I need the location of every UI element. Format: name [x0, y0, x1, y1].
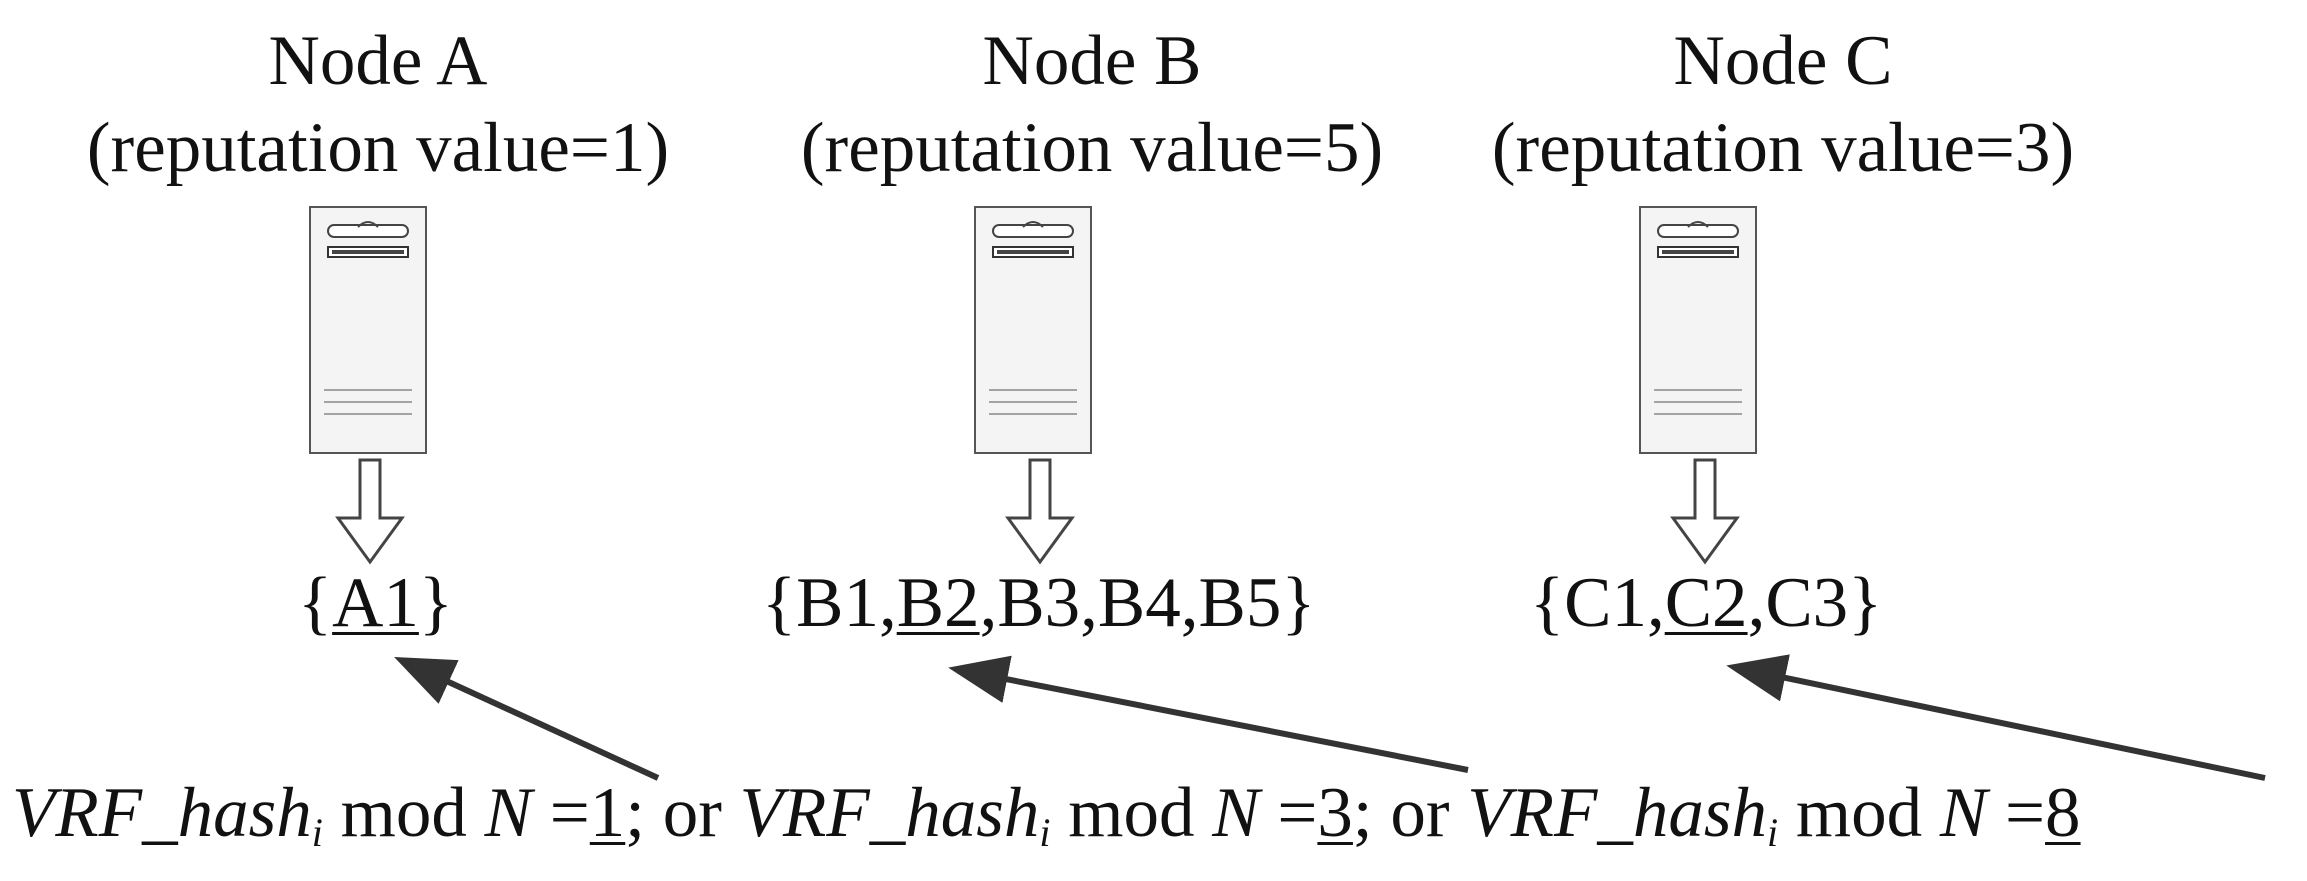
- formula-result-3: 8: [2045, 774, 2081, 852]
- node-c-token-set: {C1,C2,C3}: [1530, 564, 1883, 642]
- formula-eq-1: =: [549, 774, 590, 852]
- token-c2: C2: [1664, 564, 1748, 642]
- token-b4: B4: [1097, 564, 1181, 642]
- formula-op-3: mod: [1795, 774, 1923, 852]
- formula-eq-2: =: [1277, 774, 1318, 852]
- node-a-token-set: {A1}: [298, 564, 453, 642]
- token-b3: B3: [997, 564, 1081, 642]
- formula-sub-2: i: [1039, 810, 1051, 855]
- formula-hash-2: VRF_hash: [739, 774, 1040, 852]
- formula-hash-3: VRF_hash: [1467, 774, 1768, 852]
- formula-op-1: mod: [340, 774, 467, 852]
- formula-result-2: 3: [1317, 774, 1353, 852]
- formula-var-2: N: [1212, 774, 1260, 852]
- formula-sub-3: i: [1767, 810, 1779, 855]
- token-b2: B2: [896, 564, 980, 642]
- node-a-down-arrow-icon: [335, 458, 405, 565]
- node-b-reputation: (reputation value=5): [800, 109, 1384, 187]
- token-b5: B5: [1198, 564, 1282, 642]
- node-a-title: Node A: [268, 22, 488, 100]
- arrow-to-c2: [1726, 654, 2266, 781]
- token-b1: B1: [796, 564, 879, 642]
- node-b-server-icon: [974, 206, 1092, 454]
- formula-result-1: 1: [589, 774, 626, 852]
- node-c-down-arrow-icon: [1670, 458, 1740, 565]
- node-a-server-icon: [309, 206, 427, 454]
- formula-sep-1: ; or: [625, 774, 722, 852]
- formula-hash-1: VRF_hash: [12, 774, 312, 852]
- formula-sep-2: ; or: [1352, 774, 1450, 852]
- token-a1: A1: [332, 564, 419, 642]
- token-c1: C1: [1564, 564, 1647, 642]
- formula-var-1: N: [484, 774, 532, 852]
- node-b-token-set: {B1,B2,B3,B4,B5}: [762, 564, 1316, 642]
- node-c-reputation: (reputation value=3): [1491, 109, 2075, 187]
- formula-eq-3: =: [2005, 774, 2046, 852]
- arrow-to-a1: [394, 656, 660, 781]
- node-b-down-arrow-icon: [1005, 458, 1075, 565]
- node-c-title: Node C: [1673, 22, 1893, 100]
- formula-sub-1: i: [311, 810, 323, 855]
- selection-formula: VRF_hashi mod N =1; or VRF_hashi mod N =…: [0, 770, 2307, 876]
- token-c3: C3: [1765, 564, 1849, 642]
- arrow-to-b2: [948, 655, 1469, 773]
- node-c-server-icon: [1639, 206, 1757, 454]
- formula-op-2: mod: [1068, 774, 1195, 852]
- node-b-title: Node B: [982, 22, 1202, 100]
- formula-var-3: N: [1939, 774, 1988, 852]
- node-a-reputation: (reputation value=1): [86, 109, 670, 187]
